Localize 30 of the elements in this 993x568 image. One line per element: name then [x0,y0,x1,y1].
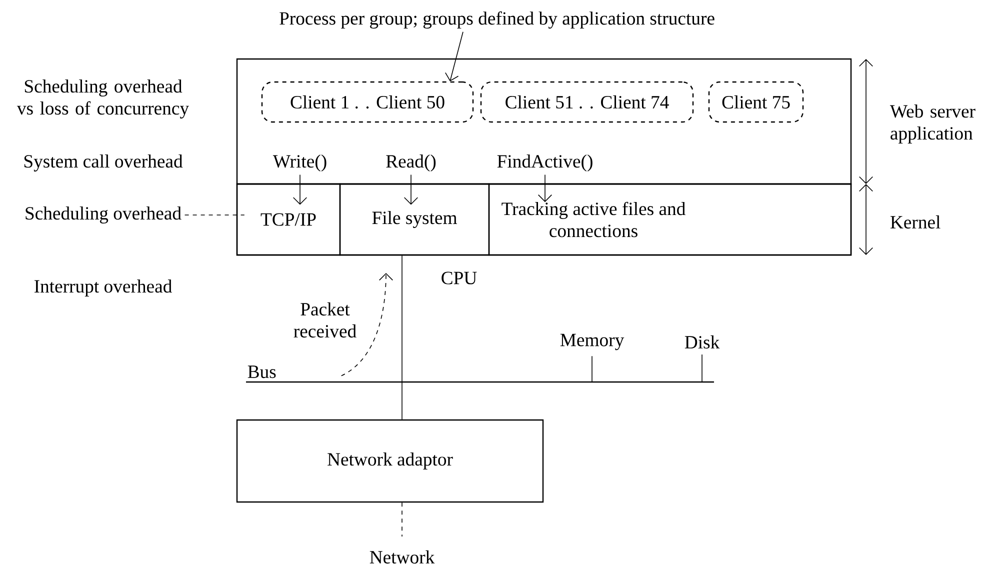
module-cell: TCP/IP [236,183,341,256]
device-label: Disk [684,335,720,349]
arrow [292,174,308,205]
module-cell: File system [339,183,490,256]
application-box [236,58,852,185]
call-label: Write() [272,154,326,172]
call-label: FindActive() [497,154,592,172]
call-label: Read() [386,154,436,172]
note-label: System call overhead [24,154,183,172]
side-label: Web server application [890,104,976,144]
arrow [404,174,418,205]
arrow [445,31,464,82]
side-label: Kernel [890,215,940,229]
device-label: Memory [560,334,624,350]
connector-line [184,214,245,216]
adaptor-box: Network adaptor [236,419,544,503]
arrow [538,174,552,202]
arrow [340,272,394,376]
edge-label: Packet received [284,301,366,339]
note-label: CPU [442,272,477,284]
process-group-box: Client 51 . . Client 74 [480,81,694,123]
module-cell: Tracking active files and connections [488,183,852,256]
process-group-box: Client 75 [708,81,804,123]
overhead-label: Scheduling overhead [26,206,182,224]
annotation-text: Process per group; groups defined by application structure [280,11,714,29]
note-label: Scheduling overhead vs loss of concurrency [16,80,189,118]
bus-label: Bus [248,366,276,378]
network-label: Network [370,550,435,564]
note-label: Interrupt overhead [34,280,172,296]
process-group-box: Client 1 . . Client 50 [261,81,474,123]
